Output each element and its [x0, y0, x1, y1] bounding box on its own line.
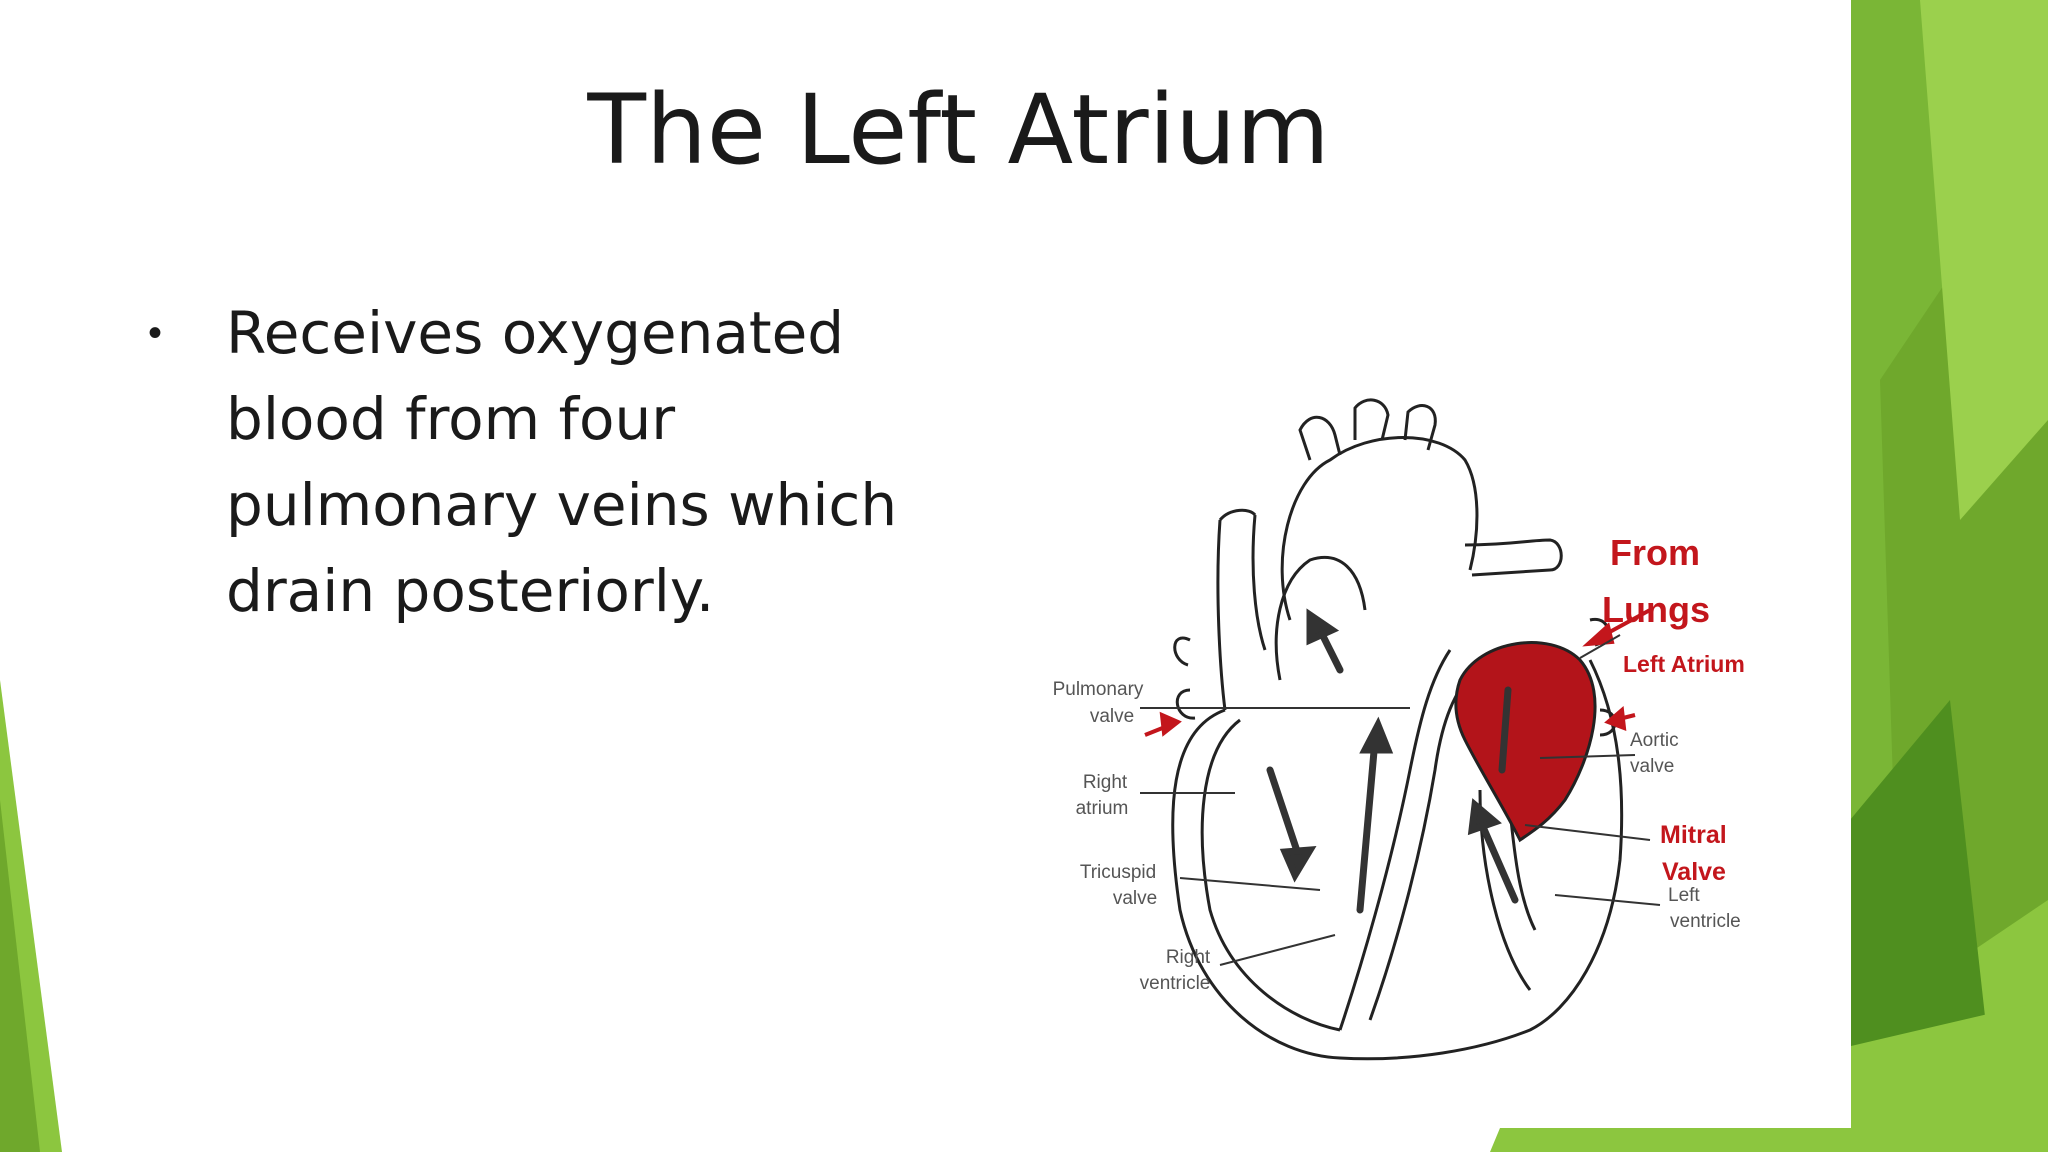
label-pulmonary-valve-2: valve — [1090, 706, 1134, 727]
label-right-ventricle-2: ventricle — [1140, 973, 1211, 994]
slide-title: The Left Atrium — [66, 60, 1851, 200]
label-lungs: Lungs — [1602, 589, 1710, 630]
label-valve: Valve — [1662, 858, 1726, 886]
bullet-list: • Receives oxygenated blood from four pu… — [140, 290, 940, 634]
label-left-ventricle-1: Left — [1668, 885, 1700, 906]
label-left-ventricle-2: ventricle — [1670, 911, 1741, 932]
label-tricuspid-valve-1: Tricuspid — [1080, 862, 1156, 883]
label-tricuspid-valve-2: valve — [1113, 888, 1157, 909]
label-pulmonary-valve-1: Pulmonary — [1053, 679, 1144, 700]
bullet-item: Receives oxygenated blood from four pulm… — [226, 290, 926, 634]
label-right-atrium-1: Right — [1083, 772, 1128, 793]
heart-diagram: Pulmonary valve Right atrium Tricuspid v… — [1010, 390, 1800, 1090]
label-mitral: Mitral — [1660, 821, 1727, 849]
label-right-ventricle-1: Right — [1166, 947, 1211, 968]
label-from: From — [1610, 532, 1700, 573]
label-right-atrium-2: atrium — [1076, 798, 1129, 819]
label-aortic-valve-1: Aortic — [1630, 730, 1679, 751]
label-left-atrium: Left Atrium — [1623, 651, 1745, 677]
label-aortic-valve-2: valve — [1630, 756, 1674, 777]
bullet-dot-icon: • — [140, 290, 226, 376]
